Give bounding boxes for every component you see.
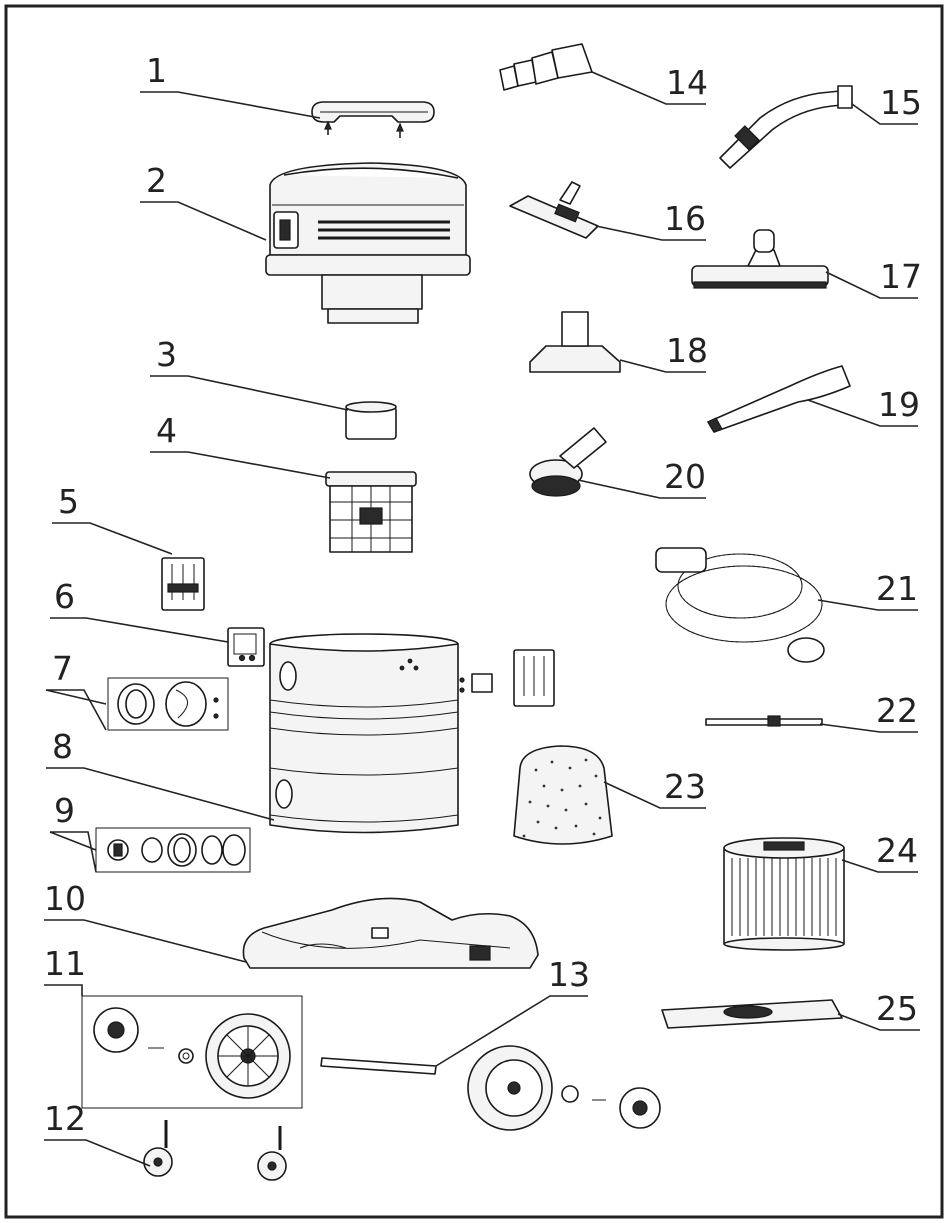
leader-8 xyxy=(46,767,275,821)
leader-7 xyxy=(45,689,107,731)
leader-23 xyxy=(603,781,706,809)
part-22-wand xyxy=(705,715,823,727)
part-20-round-brush xyxy=(529,427,607,497)
part-6-switch-plate xyxy=(227,627,265,667)
callout-20: 20 xyxy=(664,457,706,496)
part-4-filter-cage xyxy=(325,471,417,553)
leader-9 xyxy=(49,831,97,873)
leader-17 xyxy=(825,271,918,299)
leader-24 xyxy=(841,859,918,873)
callout-9: 9 xyxy=(54,791,75,830)
part-17-wide-nozzle xyxy=(691,229,829,289)
callout-3: 3 xyxy=(156,335,177,374)
part-5-latch xyxy=(161,557,205,611)
callout-5: 5 xyxy=(58,482,79,521)
part-12-casters xyxy=(143,1120,287,1181)
callout-12: 12 xyxy=(44,1099,86,1138)
leader-lines xyxy=(44,71,920,1167)
leader-22 xyxy=(819,723,918,733)
part-18-upholstery-tool xyxy=(529,311,621,373)
callout-23: 23 xyxy=(664,767,706,806)
part-8-tank xyxy=(269,633,459,834)
leader-18 xyxy=(619,359,706,373)
callout-labels: 1 2 3 4 5 6 7 8 9 10 11 12 13 14 15 16 1… xyxy=(44,51,922,1138)
leader-3 xyxy=(150,375,349,411)
page-border xyxy=(4,4,944,1219)
leader-13 xyxy=(435,995,588,1067)
part-24-cartridge-filter xyxy=(723,837,845,951)
callout-13: 13 xyxy=(548,955,590,994)
callout-22: 22 xyxy=(876,691,918,730)
leader-16 xyxy=(595,225,706,241)
callout-14: 14 xyxy=(666,63,708,102)
callout-8: 8 xyxy=(52,727,73,766)
leader-25 xyxy=(837,1013,920,1031)
leader-14 xyxy=(591,71,706,105)
callout-6: 6 xyxy=(54,577,75,616)
callout-16: 16 xyxy=(664,199,706,238)
leader-1 xyxy=(140,91,321,119)
part-7-inlet-kit xyxy=(107,677,229,731)
part-21-hose xyxy=(655,547,825,663)
leader-6 xyxy=(50,617,229,643)
part-16-floor-nozzle xyxy=(509,181,599,239)
leader-12 xyxy=(44,1139,151,1167)
leader-2 xyxy=(140,201,267,241)
callout-2: 2 xyxy=(146,161,167,200)
part-10-chassis xyxy=(242,897,539,969)
callout-24: 24 xyxy=(876,831,918,870)
part-15-bent-tube xyxy=(719,85,853,169)
callout-19: 19 xyxy=(878,385,920,424)
part-25-filter-plate xyxy=(661,999,843,1029)
leader-4 xyxy=(150,451,331,479)
callout-15: 15 xyxy=(880,83,922,122)
part-11-wheel-kit xyxy=(81,995,303,1109)
part-13-axle-wheel xyxy=(320,1045,661,1131)
callout-25: 25 xyxy=(876,989,918,1028)
leader-15 xyxy=(851,103,918,125)
part-23-foam-filter xyxy=(513,745,613,845)
part-9-drain-kit xyxy=(95,827,251,873)
foam-texture xyxy=(522,758,602,838)
callout-4: 4 xyxy=(156,411,177,450)
leader-11 xyxy=(44,984,83,996)
part-19-crevice-tool xyxy=(707,365,851,433)
callout-11: 11 xyxy=(44,944,86,983)
callout-1: 1 xyxy=(146,51,167,90)
callout-21: 21 xyxy=(876,569,918,608)
part-side-bracket xyxy=(459,649,555,707)
leader-20 xyxy=(577,479,706,499)
part-2-motor-head xyxy=(265,162,471,324)
filter-pleats xyxy=(731,858,837,936)
callout-7: 7 xyxy=(52,649,73,688)
leader-19 xyxy=(807,399,918,427)
leader-21 xyxy=(817,599,918,611)
motor-vent-slots xyxy=(318,220,450,240)
leader-5 xyxy=(52,522,173,555)
part-3-float xyxy=(345,401,397,440)
leader-10 xyxy=(44,919,247,963)
callout-17: 17 xyxy=(880,257,922,296)
part-14-adapter xyxy=(499,43,593,91)
part-1-handle xyxy=(311,101,435,138)
callout-10: 10 xyxy=(44,879,86,918)
callout-18: 18 xyxy=(666,331,708,370)
